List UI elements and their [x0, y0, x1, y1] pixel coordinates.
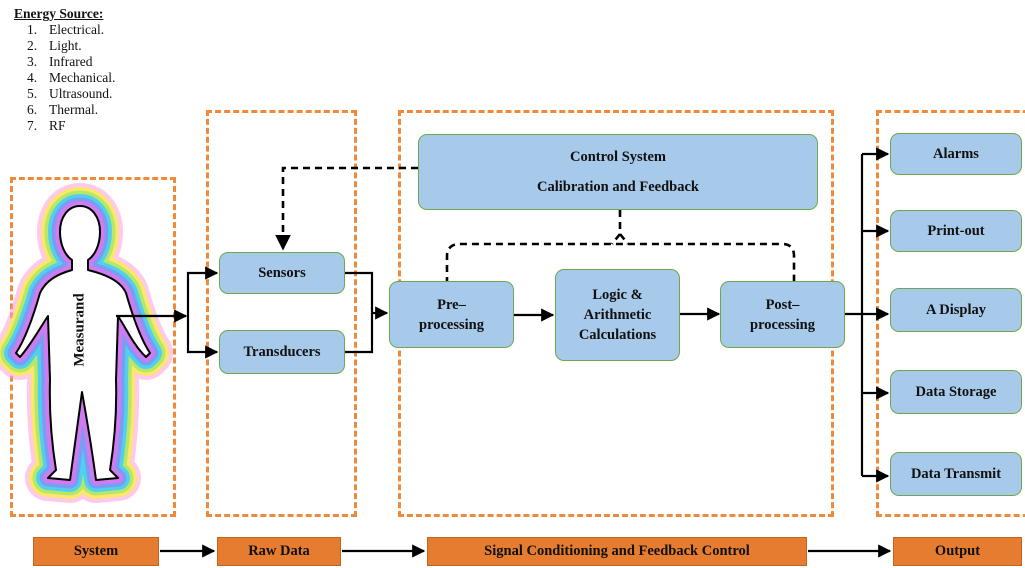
- measurand-label: Measurand: [71, 293, 88, 367]
- preprocessing-line1: Pre–: [437, 296, 466, 313]
- flow-arrows: [116, 147, 892, 558]
- logic-line1: Logic &: [592, 287, 643, 303]
- output-data-transmit[interactable]: Data Transmit: [890, 452, 1022, 496]
- preprocessing-line2: processing: [419, 316, 484, 333]
- logic-line3: Calculations: [578, 327, 657, 343]
- arrow-to-transducers: [186, 316, 219, 359]
- connector-merge: [345, 271, 374, 354]
- transducers-label: Transducers: [243, 344, 321, 360]
- energy-item-label: Infrared: [49, 54, 93, 69]
- sensors-block[interactable]: Sensors: [219, 252, 345, 294]
- energy-item-number: 4.: [27, 70, 38, 85]
- sensing-frame: [206, 110, 357, 517]
- energy-item-label: Electrical.: [49, 22, 105, 37]
- energy-item-number: 1.: [27, 22, 38, 37]
- energy-item-number: 3.: [27, 54, 38, 69]
- output-display[interactable]: A Display: [890, 288, 1022, 332]
- stage-system-label: System: [73, 543, 119, 559]
- output-label: Alarms: [933, 146, 979, 162]
- stage-raw-data-label: Raw Data: [248, 543, 310, 559]
- output-data-storage[interactable]: Data Storage: [890, 370, 1022, 414]
- energy-item: 3. Infrared: [14, 54, 115, 70]
- output-alarms[interactable]: Alarms: [890, 133, 1022, 175]
- energy-item: 4. Mechanical.: [14, 70, 115, 86]
- energy-item-label: Ultrasound.: [49, 86, 113, 101]
- sensors-label: Sensors: [258, 265, 306, 281]
- control-system-title: Control System: [570, 149, 666, 165]
- postprocessing-line1: Post–: [765, 296, 800, 313]
- feedback-stem: [610, 210, 630, 245]
- output-label: A Display: [925, 302, 987, 318]
- energy-item: 1. Electrical.: [14, 22, 115, 38]
- energy-item-label: Thermal.: [49, 102, 99, 117]
- feedback-lines: [275, 166, 796, 284]
- stage-system: System: [33, 537, 159, 566]
- energy-item-number: 7.: [27, 118, 38, 133]
- energy-item: 5. Ultrasound.: [14, 86, 115, 102]
- stage-output-label: Output: [934, 543, 981, 559]
- energy-item-label: RF: [49, 118, 66, 133]
- energy-item-number: 2.: [27, 38, 38, 53]
- postprocessing-line2: processing: [750, 316, 815, 333]
- energy-item-number: 6.: [27, 102, 38, 117]
- stage-output: Output: [893, 537, 1022, 566]
- feedback-bracket: [445, 242, 796, 284]
- energy-item: 7. RF: [14, 118, 115, 134]
- logic-block[interactable]: Logic & Arithmetic Calculations: [555, 269, 680, 361]
- arrow-to-sensors: [186, 266, 219, 316]
- output-label: Print-out: [927, 223, 985, 239]
- output-label: Data Transmit: [910, 466, 1002, 482]
- transducers-block[interactable]: Transducers: [219, 330, 345, 374]
- energy-source-items: 1. Electrical. 2. Light. 3. Infrared 4. Mech…: [14, 22, 115, 134]
- output-printout[interactable]: Print-out: [890, 210, 1022, 252]
- energy-item: 2. Light.: [14, 38, 115, 54]
- energy-source-list: Energy Source: 1. Electrical. 2. Light. 3.…: [14, 6, 115, 134]
- energy-item-number: 5.: [27, 86, 38, 101]
- logic-line2: Arithmetic: [583, 307, 652, 323]
- postprocessing-block[interactable]: Post– processing: [720, 281, 845, 348]
- preprocessing-block[interactable]: Pre– processing: [389, 281, 514, 348]
- stage-signal-conditioning: Signal Conditioning and Feedback Control: [427, 537, 807, 566]
- control-system-subtitle: Calibration and Feedback: [537, 179, 699, 195]
- stage-raw-data: Raw Data: [217, 537, 341, 566]
- stage-signal-label: Signal Conditioning and Feedback Control: [484, 543, 750, 559]
- control-system-block[interactable]: Control System Calibration and Feedback: [418, 134, 818, 210]
- energy-item: 6. Thermal.: [14, 102, 115, 118]
- energy-item-label: Mechanical.: [49, 70, 116, 85]
- output-label: Data Storage: [915, 384, 997, 400]
- feedback-to-sensors: [275, 166, 418, 251]
- energy-item-label: Light.: [49, 38, 82, 53]
- energy-source-title: Energy Source:: [14, 6, 104, 21]
